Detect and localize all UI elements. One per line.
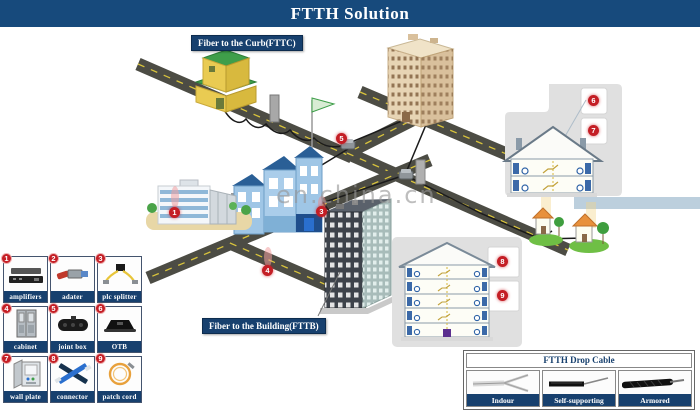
legend-number-badge: 7 <box>1 353 12 364</box>
cottage <box>529 207 564 246</box>
legend-label: cabinet <box>4 341 47 352</box>
legend-label: adater <box>51 291 94 302</box>
apartment-building <box>386 34 455 128</box>
cottage <box>569 213 609 253</box>
legend-label: OTB <box>98 341 141 352</box>
fttb-pointer-line <box>317 271 341 317</box>
legend-item-cabinet: 4 cabinet <box>1 303 48 353</box>
drop-cable-title: FTTH Drop Cable <box>466 353 692 368</box>
drop-cable-table: FTTH Drop Cable Indour Self-supporting A… <box>463 350 695 410</box>
legend-number-badge: 1 <box>1 253 12 264</box>
legend-number-badge: 2 <box>48 253 59 264</box>
legend-number-badge: 3 <box>95 253 106 264</box>
otb-image <box>98 307 141 341</box>
marker-6: 6 <box>588 95 599 106</box>
fttc-label: Fiber to the Curb(FTTC) <box>191 35 303 51</box>
legend-item-patch-cord: 9 patch cord <box>95 353 142 403</box>
legend-item-joint-box: 5 joint box <box>48 303 95 353</box>
flag <box>311 97 336 113</box>
drop-cable-armored: Armored <box>618 370 692 407</box>
self-supporting-cable-image <box>543 371 615 394</box>
marker-1: 1 <box>169 207 180 218</box>
legend-number-badge: 8 <box>48 353 59 364</box>
legend-label: plc splitter <box>98 291 141 302</box>
marker-9: 9 <box>497 290 508 301</box>
legend-item-wall-plate: 7 wall plate <box>1 353 48 403</box>
marker-7: 7 <box>588 125 599 136</box>
legend-number-badge: 4 <box>1 303 12 314</box>
legend-label: wall plate <box>4 391 47 402</box>
legend-item-plc-splitter: 3 plc splitter <box>95 253 142 303</box>
marker-8: 8 <box>497 256 508 267</box>
legend-number-badge: 6 <box>95 303 106 314</box>
watermark: en.china.cn <box>276 181 437 209</box>
legend-label: joint box <box>51 341 94 352</box>
connector-image <box>51 357 94 391</box>
house-cross-section <box>501 125 605 197</box>
right-house-panel <box>501 84 622 197</box>
tree <box>229 202 237 210</box>
utility-pole <box>415 159 426 185</box>
adapter-image <box>51 257 94 291</box>
marker-3: 3 <box>316 206 327 217</box>
high-rise-building <box>320 198 396 314</box>
drop-cable-label: Indour <box>467 394 539 406</box>
blue-bar <box>574 197 700 209</box>
road <box>135 58 355 163</box>
joint-box-image <box>51 307 94 341</box>
indoor-cable-image <box>467 371 539 394</box>
legend-label: patch cord <box>98 391 141 402</box>
armored-cable-image <box>619 371 691 394</box>
legend-number-badge: 5 <box>48 303 59 314</box>
joint-box-closure <box>398 169 414 180</box>
component-legend: 1 amplifiers 2 adater 3 plc splitter 4 <box>1 253 142 403</box>
drop-cable-label: Self-supporting <box>543 394 615 406</box>
title-bar: FTTH Solution <box>0 0 700 27</box>
legend-label: amplifiers <box>4 291 47 302</box>
wall-plate-image <box>4 357 47 391</box>
curb-cabinet-building <box>194 49 258 113</box>
marker-4: 4 <box>262 265 273 276</box>
middle-house-panel <box>392 237 522 347</box>
legend-label: connector <box>51 391 94 402</box>
cabinet-image <box>4 307 47 341</box>
page-title: FTTH Solution <box>290 3 410 23</box>
legend-item-otb: 6 OTB <box>95 303 142 353</box>
legend-item-connector: 8 connector <box>48 353 95 403</box>
drop-cable-indoor: Indour <box>466 370 540 407</box>
plc-splitter-image <box>98 257 141 291</box>
fttb-label: Fiber to the Building(FTTB) <box>202 318 326 334</box>
legend-item-adater: 2 adater <box>48 253 95 303</box>
patch-cord-image <box>98 357 141 391</box>
amplifiers-image <box>4 257 47 291</box>
aerial-cable <box>221 105 343 148</box>
house-cross-section <box>398 241 496 341</box>
tree <box>241 205 251 215</box>
legend-number-badge: 9 <box>95 353 106 364</box>
street-cabinet <box>269 94 280 123</box>
cottages <box>529 192 609 253</box>
marker-5: 5 <box>336 133 347 144</box>
tree <box>147 203 157 213</box>
drop-cable-label: Armored <box>619 394 691 406</box>
drop-cable-self-supporting: Self-supporting <box>542 370 616 407</box>
legend-item-amplifiers: 1 amplifiers <box>1 253 48 303</box>
